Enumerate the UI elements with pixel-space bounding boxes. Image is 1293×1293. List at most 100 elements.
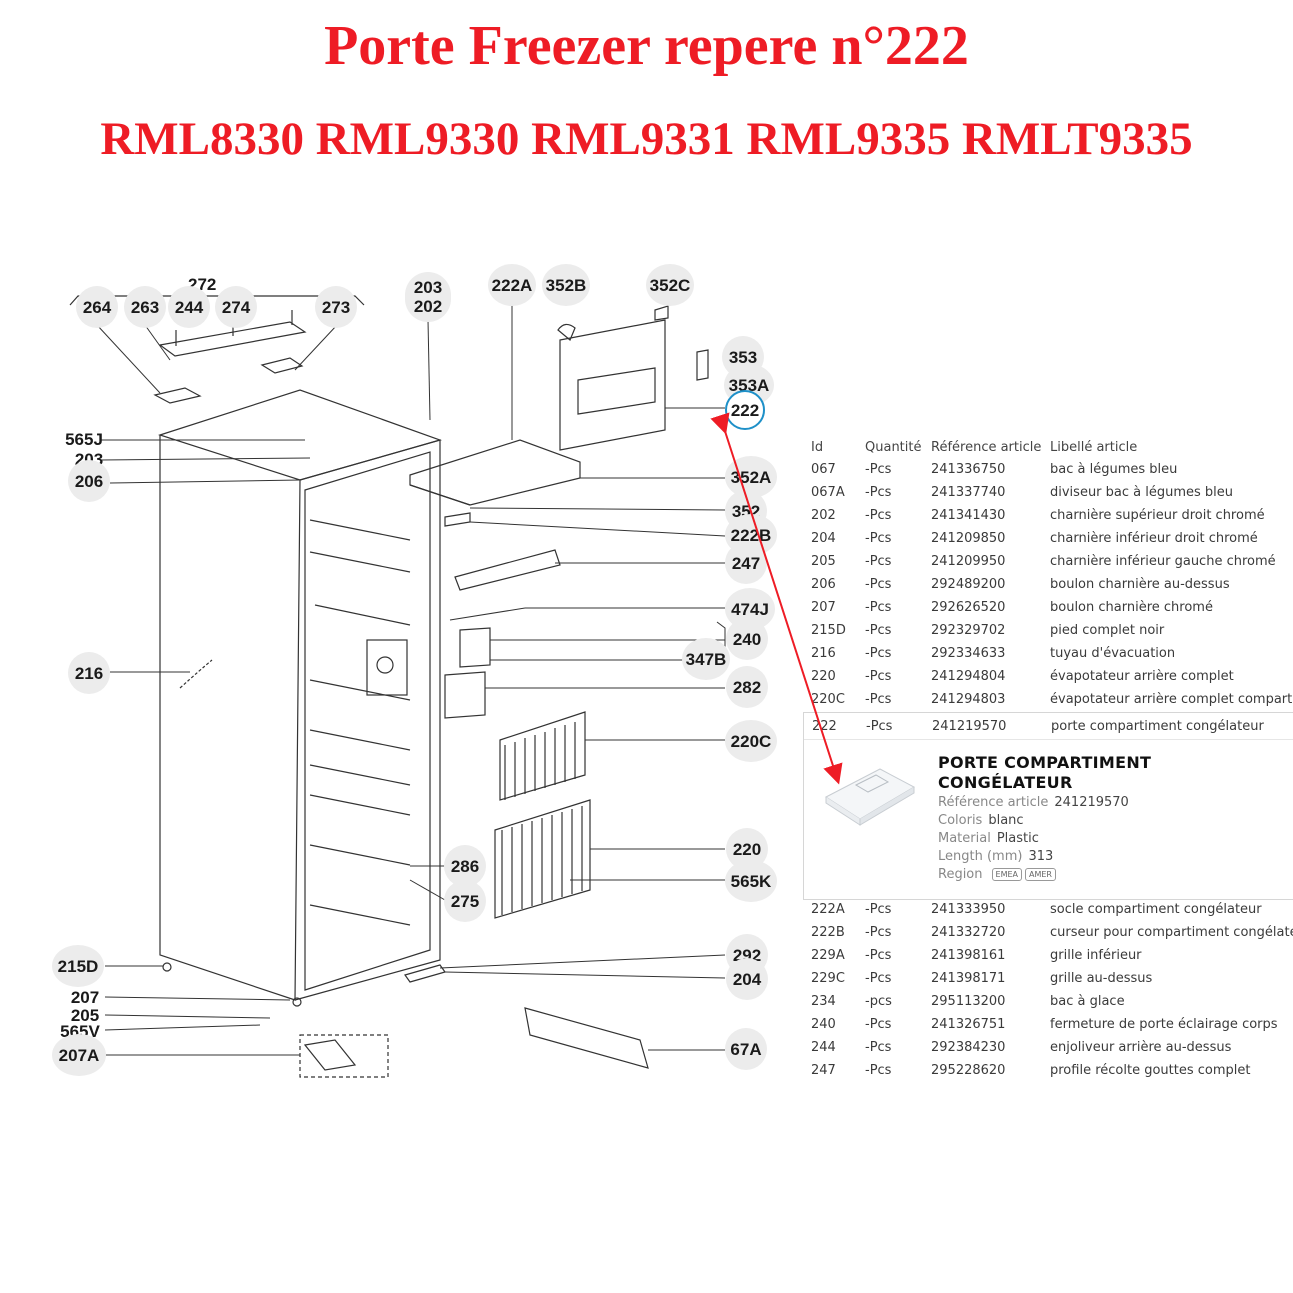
exploded-parts-diagram — [69, 295, 726, 1078]
cell-label: enjoliveur arrière au-dessus — [1050, 1040, 1232, 1055]
cell-ref: 241332720 — [931, 925, 1006, 940]
header-ref: Référence article — [931, 440, 1042, 455]
cell-qty: -Pcs — [865, 577, 892, 592]
cell-ref: 292489200 — [931, 577, 1006, 592]
callout-264: 264 — [76, 286, 118, 328]
cell-qty: -pcs — [865, 994, 892, 1009]
cell-qty: -Pcs — [865, 623, 892, 638]
cell-qty: -Pcs — [865, 692, 892, 707]
cell-ref: 241326751 — [931, 1017, 1006, 1032]
callout-247: 247 — [725, 542, 767, 584]
cell-label: tuyau d'évacuation — [1050, 646, 1176, 661]
cell-qty: -Pcs — [865, 669, 892, 684]
cell-ref: 241333950 — [931, 902, 1006, 917]
callout-203-top: 203 — [413, 278, 443, 297]
cell-label: boulon charnière au-dessus — [1050, 577, 1230, 592]
product-thumbnail — [825, 768, 916, 826]
cell-qty: -Pcs — [865, 462, 892, 477]
callout-273: 273 — [315, 286, 357, 328]
cell-label: évapotateur arrière complet compartim — [1050, 692, 1293, 707]
callout-207A: 207A — [52, 1034, 106, 1076]
cell-label: diviseur bac à légumes bleu — [1050, 485, 1234, 500]
selected-qty: -Pcs — [866, 719, 893, 734]
page-title: Porte Freezer repere n°222 — [324, 15, 969, 77]
cell-ref: 292626520 — [931, 600, 1006, 615]
cell-id: 229A — [811, 948, 845, 963]
cell-id: 247 — [811, 1063, 836, 1078]
cell-label: bac à légumes bleu — [1050, 462, 1178, 477]
callout-67A: 67A — [725, 1028, 767, 1070]
cell-label: profile récolte gouttes complet — [1050, 1063, 1251, 1078]
cell-id: 067 — [811, 462, 836, 477]
cell-id: 215D — [811, 623, 846, 638]
callout-202: 202 — [413, 297, 443, 316]
detail-length: Length (mm)313 — [938, 849, 1054, 864]
cell-ref: 241294803 — [931, 692, 1006, 707]
cell-id: 229C — [811, 971, 845, 986]
cell-id: 204 — [811, 531, 836, 546]
cell-qty: -Pcs — [865, 948, 892, 963]
cell-qty: -Pcs — [865, 1017, 892, 1032]
cell-qty: -Pcs — [865, 600, 892, 615]
selected-id: 222 — [812, 719, 837, 734]
cell-id: 207 — [811, 600, 836, 615]
callout-565K: 565K — [725, 860, 777, 902]
cell-label: grille au-dessus — [1050, 971, 1153, 986]
cell-qty: -Pcs — [865, 971, 892, 986]
cell-ref: 241294804 — [931, 669, 1006, 684]
callout-207: 207 — [70, 987, 100, 1007]
cell-qty: -Pcs — [865, 646, 892, 661]
cell-id: 202 — [811, 508, 836, 523]
cell-label: fermeture de porte éclairage corps — [1050, 1017, 1278, 1032]
cell-qty: -Pcs — [865, 531, 892, 546]
detail-title-line2: CONGÉLATEUR — [938, 773, 1073, 792]
callout-240: 240 — [726, 618, 768, 660]
cell-label: boulon charnière chromé — [1050, 600, 1213, 615]
cell-ref: 241398161 — [931, 948, 1006, 963]
callout-282: 282 — [726, 666, 768, 708]
cell-qty: -Pcs — [865, 508, 892, 523]
callout-205: 205 — [70, 1005, 100, 1025]
cell-label: charnière inférieur droit chromé — [1050, 531, 1258, 546]
cell-id: 222B — [811, 925, 845, 940]
selected-table-row[interactable]: 222 -Pcs 241219570 porte compartiment co… — [804, 713, 1293, 740]
cell-ref: 292334633 — [931, 646, 1006, 661]
cell-id: 244 — [811, 1040, 836, 1055]
detail-title: PORTE COMPARTIMENT CONGÉLATEUR — [938, 753, 1151, 793]
callout-203-202: 203 202 — [405, 272, 451, 322]
cell-ref: 241337740 — [931, 485, 1006, 500]
callout-565J: 565J — [65, 429, 103, 449]
cell-ref: 292329702 — [931, 623, 1006, 638]
callout-244: 244 — [168, 286, 210, 328]
cell-ref: 241209850 — [931, 531, 1006, 546]
callout-352B: 352B — [542, 264, 590, 306]
cell-id: 205 — [811, 554, 836, 569]
region-badge-emea: EMEA — [991, 868, 1022, 881]
header-id: Id — [811, 440, 824, 455]
cell-label: pied complet noir — [1050, 623, 1165, 638]
cell-id: 240 — [811, 1017, 836, 1032]
cell-qty: -Pcs — [865, 554, 892, 569]
cell-qty: -Pcs — [865, 485, 892, 500]
cell-label: évapotateur arrière complet — [1050, 669, 1234, 684]
cell-ref: 292384230 — [931, 1040, 1006, 1055]
cell-id: 216 — [811, 646, 836, 661]
cell-ref: 241336750 — [931, 462, 1006, 477]
callout-220C: 220C — [725, 720, 777, 762]
cell-id: 234 — [811, 994, 836, 1009]
header-qty: Quantité — [865, 440, 922, 455]
callout-352C: 352C — [646, 264, 694, 306]
callout-216: 216 — [68, 652, 110, 694]
cell-ref: 295113200 — [931, 994, 1006, 1009]
callout-274: 274 — [215, 286, 257, 328]
cell-ref: 241209950 — [931, 554, 1006, 569]
cell-label: bac à glace — [1050, 994, 1125, 1009]
cell-label: grille inférieur — [1050, 948, 1142, 963]
cell-qty: -Pcs — [865, 1063, 892, 1078]
part-detail-panel: 222 -Pcs 241219570 porte compartiment co… — [803, 712, 1293, 900]
cell-ref: 241398171 — [931, 971, 1006, 986]
cell-id: 222A — [811, 902, 845, 917]
header-label: Libellé article — [1050, 440, 1138, 455]
